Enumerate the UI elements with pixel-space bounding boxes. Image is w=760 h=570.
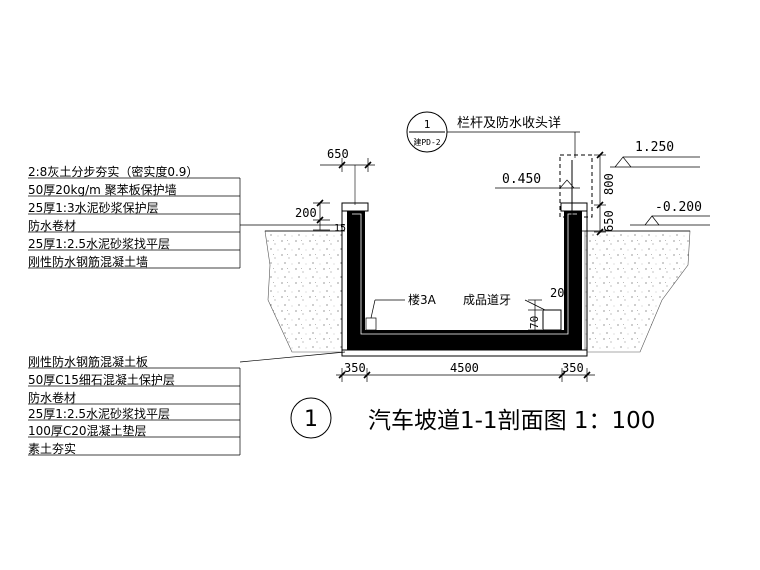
dim-wall-cap-200: 200: [295, 206, 317, 220]
stair-block: [365, 317, 377, 331]
dim-bottom-left-350: 350: [344, 361, 366, 375]
section-mark-circle: [290, 397, 332, 439]
curb-label: 成品道牙: [463, 293, 511, 307]
wall-layer-3: 25厚1:3水泥砂浆保护层: [28, 200, 159, 215]
dim-curb-20: 20: [550, 286, 564, 300]
elevation-marker-1250: [610, 156, 700, 168]
elevation-1250: 1.250: [635, 140, 674, 155]
elevation-0450: 0.450: [502, 172, 541, 187]
base-slab: [341, 349, 588, 357]
concrete-channel: [347, 210, 582, 350]
dim-cap-15: 15: [334, 223, 346, 234]
floor-layer-2: 50厚C15细石混凝土保护层: [28, 372, 175, 387]
dim-top-650: 650: [327, 147, 349, 161]
dim-bottom-right-350: 350: [562, 361, 584, 375]
floor-layer-5: 100厚C20混凝土垫层: [28, 423, 147, 438]
stair-leader-down: [370, 299, 376, 319]
stair-label: 楼3A: [408, 292, 437, 307]
dim-right-800: 800: [602, 173, 616, 195]
railing-dashed: [559, 154, 593, 218]
floor-layer-6: 素土夯实: [28, 441, 76, 456]
wall-layer-4: 防水卷材: [28, 218, 76, 233]
wall-layer-2: 50厚20kg/m 聚苯板保护墙: [28, 183, 177, 197]
soil-right: [584, 230, 691, 353]
floor-layer-1: 刚性防水钢筋混凝土板: [28, 354, 148, 369]
dim-bottom-mid-4500: 4500: [450, 361, 479, 375]
elevation-marker-0450: [495, 179, 580, 189]
elevation-marker-minus0200: [630, 215, 710, 226]
wall-cap-right: [560, 202, 588, 212]
elevation-minus0200: -0.200: [655, 200, 702, 215]
section-mark-number: 1: [304, 407, 318, 432]
floor-layer-4: 25厚1:2.5水泥砂浆找平层: [28, 406, 170, 421]
detail-ref-sheet: 建PD-2: [413, 137, 440, 147]
wall-layer-5: 25厚1:2.5水泥砂浆找平层: [28, 236, 170, 251]
detail-ref-label: 栏杆及防水收头详: [457, 115, 561, 131]
dim-curb-70: 70: [528, 316, 541, 329]
soil-left: [264, 230, 343, 353]
channel-lining: [352, 213, 577, 335]
floor-layer-3: 防水卷材: [28, 390, 76, 405]
detail-ref-number: 1: [424, 118, 431, 131]
curb: [542, 309, 562, 331]
curb-leader: [524, 299, 546, 311]
wall-layer-6: 刚性防水钢筋混凝土墙: [28, 254, 148, 269]
drawing-title: 汽车坡道1-1剖面图 1：100: [368, 408, 655, 434]
wall-label-leaders: [28, 177, 345, 269]
dim-ticks: [316, 151, 604, 379]
dim-right-650: 650: [602, 210, 616, 232]
wall-layer-1: 2:8灰土分步夯实（密实度0.9）: [28, 164, 198, 179]
floor-label-leaders: [28, 351, 346, 456]
